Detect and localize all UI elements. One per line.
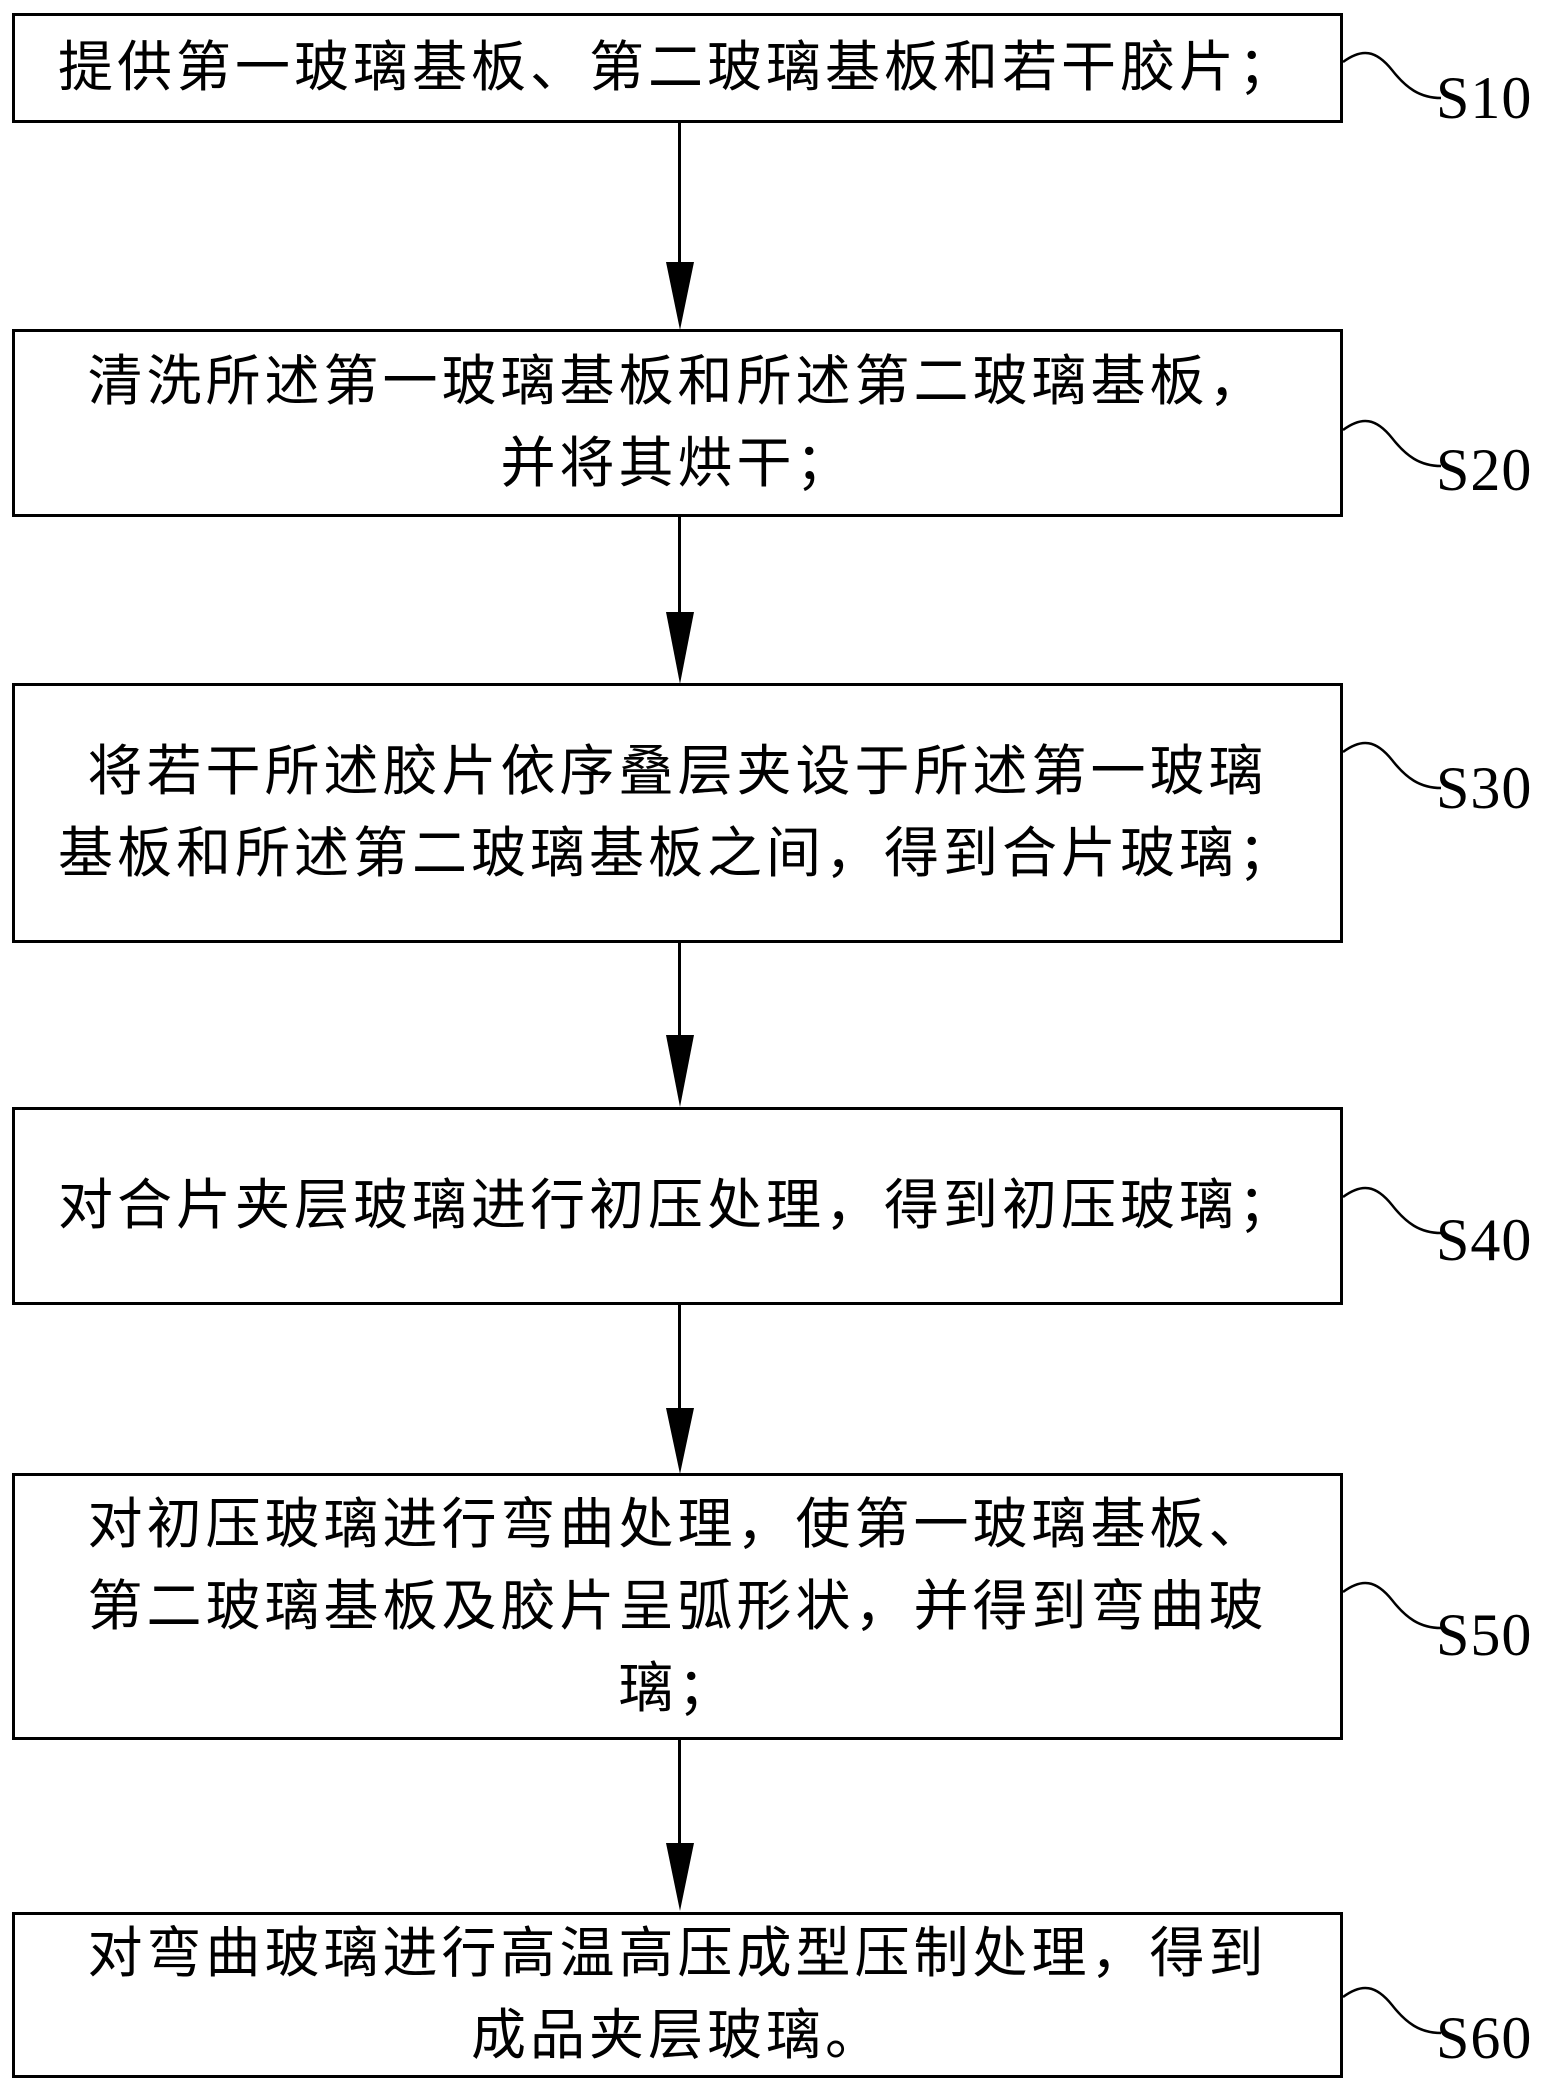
box-text-line: 提供第一玻璃基板、第二玻璃基板和若干胶片；	[57, 37, 1297, 98]
squiggle-connector	[1342, 1986, 1442, 2035]
flow-arrow-line	[678, 123, 681, 263]
flow-arrow-line	[678, 943, 681, 1036]
box-text-line: 基板和所述第二玻璃基板之间，得到合片玻璃；	[57, 823, 1297, 884]
box-text-line: 并将其烘干；	[500, 433, 855, 494]
flow-box-s60: 对弯曲玻璃进行高温高压成型压制处理，得到 成品夹层玻璃。	[12, 1912, 1343, 2078]
box-text-line: 对初压玻璃进行弯曲处理，使第一玻璃基板、	[87, 1493, 1268, 1555]
step-label-s10: S10	[1436, 65, 1533, 131]
flow-arrow-head-icon	[666, 612, 694, 684]
box-text-line: 清洗所述第一玻璃基板和所述第二玻璃基板，	[87, 351, 1268, 412]
squiggle-connector	[1342, 1186, 1442, 1235]
squiggle-connector	[1342, 741, 1442, 790]
step-label-s50: S50	[1436, 1602, 1533, 1668]
flow-arrow-line	[678, 517, 681, 613]
flow-box-s30: 将若干所述胶片依序叠层夹设于所述第一玻璃 基板和所述第二玻璃基板之间，得到合片玻…	[12, 683, 1343, 943]
flow-arrow-line	[678, 1305, 681, 1409]
squiggle-connector	[1342, 419, 1442, 468]
flow-box-s10: 提供第一玻璃基板、第二玻璃基板和若干胶片；	[12, 13, 1343, 123]
flow-box-s50: 对初压玻璃进行弯曲处理，使第一玻璃基板、 第二玻璃基板及胶片呈弧形状，并得到弯曲…	[12, 1473, 1343, 1740]
flow-arrow-head-icon	[666, 1843, 694, 1911]
flow-box-s40: 对合片夹层玻璃进行初压处理，得到初压玻璃；	[12, 1107, 1343, 1305]
box-text-line: 对合片夹层玻璃进行初压处理，得到初压玻璃；	[57, 1175, 1297, 1236]
box-text-line: 将若干所述胶片依序叠层夹设于所述第一玻璃	[87, 741, 1268, 802]
squiggle-connector	[1342, 1581, 1442, 1630]
step-label-s60: S60	[1436, 2005, 1533, 2071]
flow-arrow-head-icon	[666, 1035, 694, 1107]
box-text-line: 第二玻璃基板及胶片呈弧形状，并得到弯曲玻	[87, 1575, 1268, 1637]
box-text-line: 对弯曲玻璃进行高温高压成型压制处理，得到	[87, 1923, 1268, 1984]
flow-box-s20: 清洗所述第一玻璃基板和所述第二玻璃基板， 并将其烘干；	[12, 329, 1343, 517]
step-label-s40: S40	[1436, 1207, 1533, 1273]
step-label-s30: S30	[1436, 755, 1533, 821]
box-text-line: 璃；	[618, 1657, 737, 1719]
flow-arrow-head-icon	[666, 262, 694, 330]
flow-arrow-line	[678, 1740, 681, 1844]
squiggle-connector	[1342, 51, 1442, 100]
flow-arrow-head-icon	[666, 1408, 694, 1474]
box-text-line: 成品夹层玻璃。	[470, 2005, 884, 2066]
step-label-s20: S20	[1436, 437, 1533, 503]
